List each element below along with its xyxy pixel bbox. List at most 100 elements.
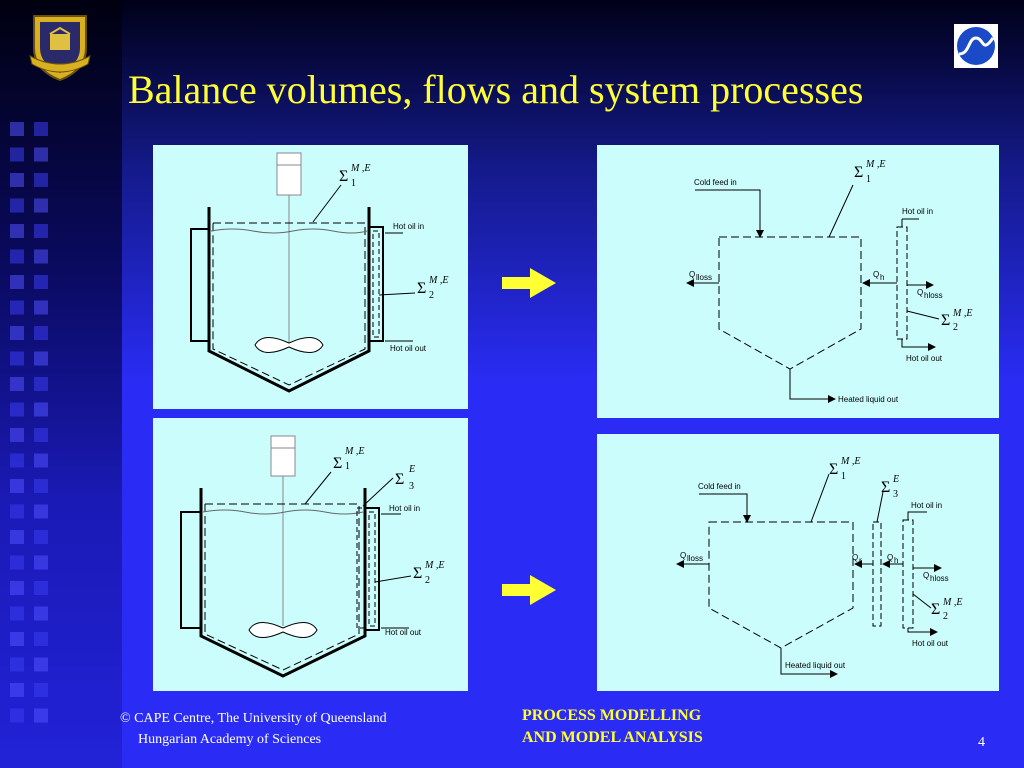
checker-square [34,122,48,136]
university-crest-icon [29,15,91,82]
hot-oil-in-label: Hot oil in [393,222,424,231]
checker-square [10,402,24,417]
checker-square [10,581,24,595]
checker-square [10,530,24,544]
q-lloss-sub: lloss [696,273,712,282]
s-curve-logo-icon [954,24,998,68]
hot-oil-in-label-3: Hot oil in [902,207,933,216]
q-r-sub: r [859,556,862,565]
checker-square [10,351,24,366]
checker-square [34,479,48,493]
footer-line-2: Hungarian Academy of Sciences [138,732,322,747]
checker-square [34,326,48,340]
checker-square [34,275,48,289]
slide-title: Balance volumes, flows and system proces… [128,67,864,112]
checker-square [34,683,48,697]
diagram-panel-vessel-wall: Hot oil in Hot oil out Σ M ,E 1 Σ E 3 Σ … [153,418,468,691]
heated-liquid-out-label-2: Heated liquid out [785,661,846,670]
footer-copyright: © CAPE Centre, The University of Queensl… [120,708,387,750]
q-hloss-q: Q [917,288,923,297]
sigma-1-symbol-2: Σ [333,455,342,472]
sigma-1-sub-3: 1 [866,174,871,185]
checker-square [34,351,48,366]
checker-square [10,249,24,264]
checker-square [34,581,48,595]
checker-square [10,377,24,391]
checker-square [34,173,48,187]
diagram-panel-vessel-jacket: Hot oil in Hot oil out Σ M ,E 1 Σ M ,E 2 [153,145,468,409]
footer-line-1: © CAPE Centre, The University of Queensl… [120,711,387,726]
checker-square [10,632,24,646]
checker-square [34,632,48,646]
checker-square [34,708,48,723]
footer-course-line-2: AND MODEL ANALYSIS [522,729,703,746]
checker-square [10,453,24,468]
sigma-1-sup-3: M ,E [865,159,885,170]
sigma-1-symbol-4: Σ [829,461,838,478]
hot-oil-in-label-4: Hot oil in [911,501,942,510]
checker-square [10,504,24,519]
checker-square [10,173,24,187]
sigma-3-sup: E [408,464,415,475]
sigma-1-sup-4: M ,E [840,456,860,467]
footer-course-title: PROCESS MODELLING AND MODEL ANALYSIS [522,705,703,749]
q-hloss-sub-2: hloss [930,574,949,583]
sigma-1-symbol: Σ [339,168,348,185]
q-h-sub: h [880,273,884,282]
q-hloss-q-2: Q [923,571,929,580]
hot-oil-in-label-2: Hot oil in [389,504,420,513]
right-arrow-icon-2 [502,575,556,605]
vessel-jacket-drawing: Hot oil in Hot oil out Σ M ,E 1 Σ M ,E 2 [190,152,448,393]
diagram-panel-balance-volumes: Cold feed in Q lloss Q h Hot oil in Q hl… [597,145,999,418]
checker-square [10,224,24,238]
q-hloss-sub: hloss [924,291,943,300]
hot-oil-out-label: Hot oil out [390,344,427,353]
sigma-2-sup: M ,E [428,275,448,286]
sigma-1-sup: M ,E [350,163,370,174]
checker-square [34,198,48,213]
sigma-2-sub: 2 [429,290,434,301]
sigma-2-symbol: Σ [417,280,426,297]
sigma-3-symbol: Σ [395,471,404,488]
sigma-2-symbol-2: Σ [413,565,422,582]
checker-square [10,479,24,493]
sigma-2-symbol-3: Σ [941,312,950,329]
checker-square [34,530,48,544]
q-h-sub-2: h [894,556,898,565]
sigma-1-sub: 1 [351,178,356,189]
checker-square [34,402,48,417]
q-lloss-sub-2: lloss [687,554,703,563]
sigma-1-sub-4: 1 [841,471,846,482]
sigma-2-sup-2: M ,E [424,560,444,571]
checker-square [34,147,48,162]
sigma-2-sub-2: 2 [425,575,430,586]
hot-oil-out-label-4: Hot oil out [912,639,949,648]
checker-square [10,683,24,697]
sigma-3-sub-2: 3 [893,489,898,500]
balance-volumes-drawing: Cold feed in Q lloss Q h Hot oil in Q hl… [686,159,972,404]
sigma-1-sup-2: M ,E [344,446,364,457]
checker-square [10,708,24,723]
q-r-q: Q [852,553,858,562]
checker-square [34,300,48,315]
diagram-panel-balance-volumes-wall: Cold feed in Q lloss Q r Q h Hot oil in … [597,434,999,691]
checker-square [34,555,48,570]
sigma-2-sup-3: M ,E [952,308,972,319]
checker-square [34,377,48,391]
q-lloss-q-2: Q [680,551,686,560]
hot-oil-out-label-2: Hot oil out [385,628,422,637]
checker-square [10,555,24,570]
sigma-1-sub-2: 1 [345,461,350,472]
sigma-3-symbol-2: Σ [881,479,890,496]
right-arrow-icon [502,268,556,298]
checker-square [10,300,24,315]
checker-square [10,275,24,289]
cold-feed-in-label: Cold feed in [694,178,737,187]
cold-feed-in-label-2: Cold feed in [698,482,741,491]
checker-square [10,428,24,442]
sigma-2-sup-4: M ,E [942,597,962,608]
checker-square [34,249,48,264]
sigma-3-sup-2: E [892,474,899,485]
heated-liquid-out-label: Heated liquid out [838,395,899,404]
hot-oil-out-label-3: Hot oil out [906,354,943,363]
